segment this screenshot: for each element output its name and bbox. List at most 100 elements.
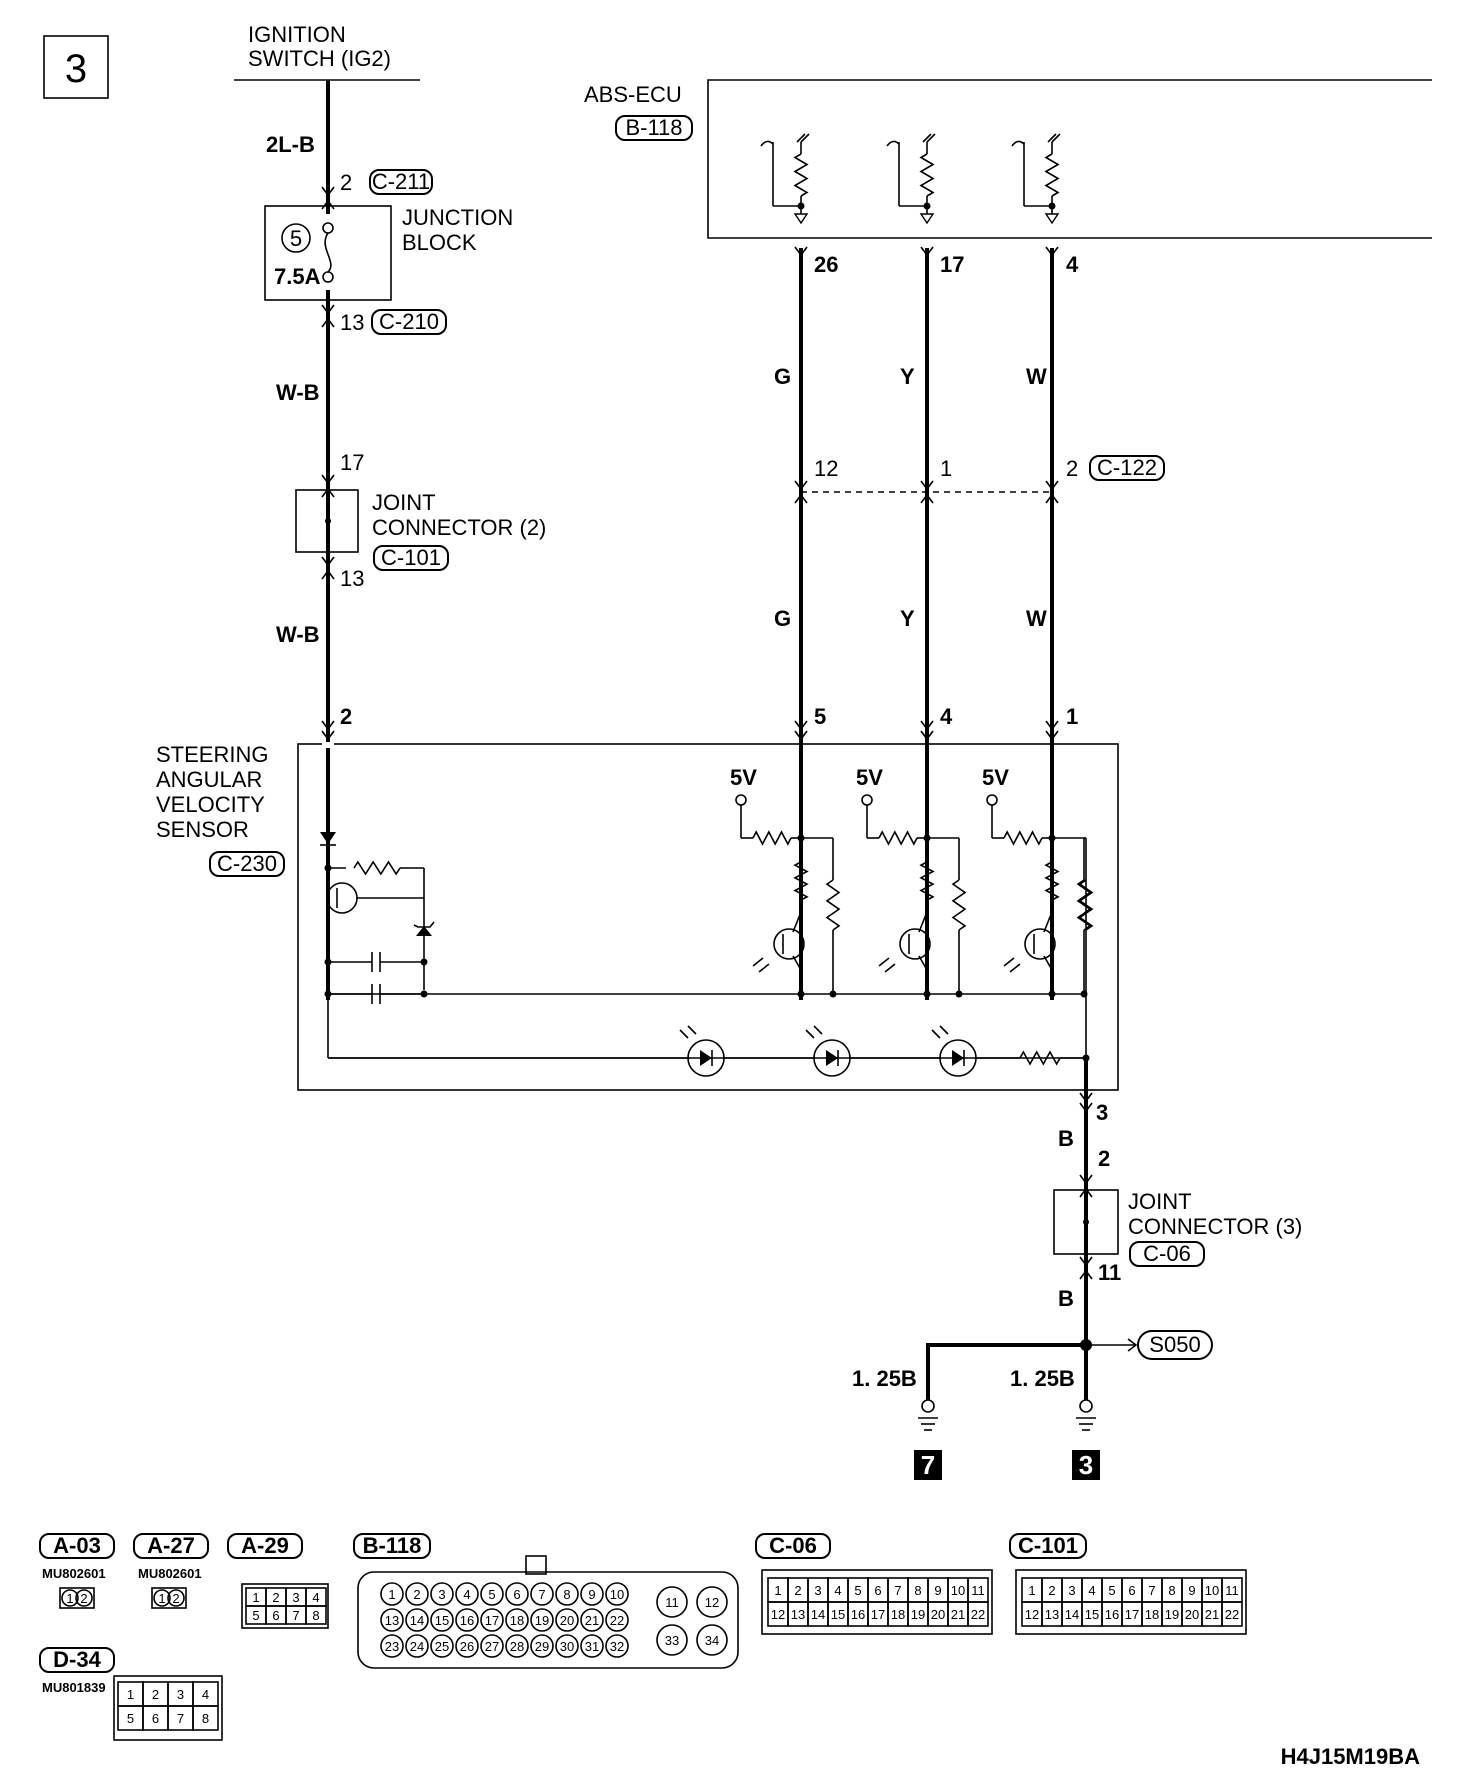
pin-number: 6 (1128, 1583, 1135, 1598)
pin-number: 8 (914, 1583, 921, 1598)
supply-label: 5V (982, 765, 1009, 790)
svg-text:2: 2 (80, 1591, 87, 1606)
pin-number: 16 (1105, 1607, 1119, 1622)
pin-number: 16 (851, 1607, 865, 1622)
svg-text:ABS-ECU: ABS-ECU (584, 82, 682, 107)
pin-number: 34 (705, 1633, 719, 1648)
ground-ref-left: 7 (921, 1450, 935, 1480)
connector-pin (580, 1634, 604, 1658)
pin-number: 14 (1065, 1607, 1079, 1622)
connector-id-c211: C-211 (372, 169, 430, 194)
pin-number: 6 (272, 1608, 279, 1623)
pin-number: 2 (794, 1583, 801, 1598)
supply-mark (1047, 133, 1061, 143)
connector-pin (380, 1634, 404, 1658)
resistor (878, 830, 918, 846)
connector-a27: A-27 MU802601 1 2 (133, 1533, 209, 1609)
pin-number: 14 (410, 1613, 424, 1628)
pin-number: 8 (563, 1587, 570, 1602)
pin-label: 2 (340, 704, 352, 729)
resistor (1044, 153, 1060, 197)
connector-pin (656, 1624, 688, 1656)
light-rays (878, 957, 896, 973)
connector-pin (605, 1634, 629, 1658)
pin-number: 1 (774, 1583, 781, 1598)
connector-pin (505, 1608, 529, 1632)
pin-number: 10 (1205, 1583, 1219, 1598)
ground-arrow (1044, 213, 1060, 225)
svg-text:JOINT: JOINT (372, 490, 436, 515)
splice-id: S050 (1149, 1332, 1200, 1357)
connector-a03: A-03 MU802601 1 2 (39, 1533, 115, 1609)
pin-number: 5 (488, 1587, 495, 1602)
connector-legend: A-03 MU802601 1 2 A-27 MU802601 1 2 A-29… (39, 1533, 1247, 1741)
svg-text:SENSOR: SENSOR (156, 817, 249, 842)
connector-pin (656, 1586, 688, 1618)
svg-text:C-101: C-101 (1018, 1533, 1078, 1558)
pin-number: 17 (1125, 1607, 1139, 1622)
pin-label: 2 (1098, 1146, 1110, 1171)
pin-number: 7 (292, 1608, 299, 1623)
intermediate-connector-c122: 12 1 2 C-122 (794, 455, 1165, 504)
resistor (1078, 879, 1094, 931)
pin-number: 2 (413, 1587, 420, 1602)
pin-number: 13 (1045, 1607, 1059, 1622)
pin-number: 15 (1085, 1607, 1099, 1622)
junction-dot (923, 990, 931, 998)
pin-number: 5 (1108, 1583, 1115, 1598)
svg-text:IGNITION: IGNITION (248, 22, 346, 47)
pin-number: 8 (1168, 1583, 1175, 1598)
pin-number: 21 (1205, 1607, 1219, 1622)
pin-number: 9 (934, 1583, 941, 1598)
pin-number: 2 (152, 1687, 159, 1702)
connector-pin (505, 1582, 529, 1606)
svg-text:A-03: A-03 (53, 1533, 101, 1558)
svg-text:STEERING: STEERING (156, 742, 268, 767)
resistor (951, 879, 967, 931)
svg-text:VELOCITY: VELOCITY (156, 792, 265, 817)
pin-number: 22 (610, 1613, 624, 1628)
svg-text:MU802601: MU802601 (138, 1566, 202, 1581)
signal-mark (886, 140, 900, 147)
pin-number: 8 (312, 1608, 319, 1623)
connector-pin (505, 1634, 529, 1658)
connector-pin (480, 1634, 504, 1658)
wire-size-label: 1. 25B (1010, 1366, 1075, 1391)
pin-number: 27 (485, 1639, 499, 1654)
wire-size-label: 1. 25B (852, 1366, 917, 1391)
junction-dot (955, 990, 963, 998)
joint-connector-3: 2 JOINT CONNECTOR (3) C-06 11 (1053, 1146, 1302, 1285)
junction-block: 2 C-211 5 7.5A JUNCTION BLOCK 13 C-210 (264, 169, 513, 335)
pin-number: 17 (871, 1607, 885, 1622)
pin-number: 21 (585, 1613, 599, 1628)
connector-id-c230: C-230 (217, 851, 277, 876)
pin-number: 11 (1225, 1583, 1239, 1598)
pin-number: 31 (585, 1639, 599, 1654)
supply-label: 5V (856, 765, 883, 790)
zener-diode (416, 926, 432, 936)
svg-text:JOINT: JOINT (1128, 1189, 1192, 1214)
pin-number: 21 (951, 1607, 965, 1622)
connector-pin (480, 1608, 504, 1632)
connector-pin (1221, 1601, 1243, 1627)
pin-number: 2 (1048, 1583, 1055, 1598)
ecu-pullups (760, 133, 1061, 225)
phototransistor (1024, 928, 1056, 960)
figure-code: H4J15M19BA (1281, 1744, 1421, 1769)
pin-label: 2 (1066, 456, 1078, 481)
ground-arrow (919, 213, 935, 225)
junction-dot (829, 990, 837, 998)
pin-number: 22 (971, 1607, 985, 1622)
supply-terminal (735, 794, 747, 806)
pin-number: 29 (535, 1639, 549, 1654)
ground-splice: S050 1. 25B 1. 25B 7 3 (852, 1330, 1213, 1480)
wire-color-w: W (1026, 606, 1047, 631)
pin-number: 9 (588, 1587, 595, 1602)
resistor (793, 153, 809, 197)
pin-label: 1 (940, 456, 952, 481)
svg-text:CONNECTOR (2): CONNECTOR (2) (372, 515, 546, 540)
svg-text:B-118: B-118 (363, 1533, 422, 1558)
connector-pin (380, 1582, 404, 1606)
